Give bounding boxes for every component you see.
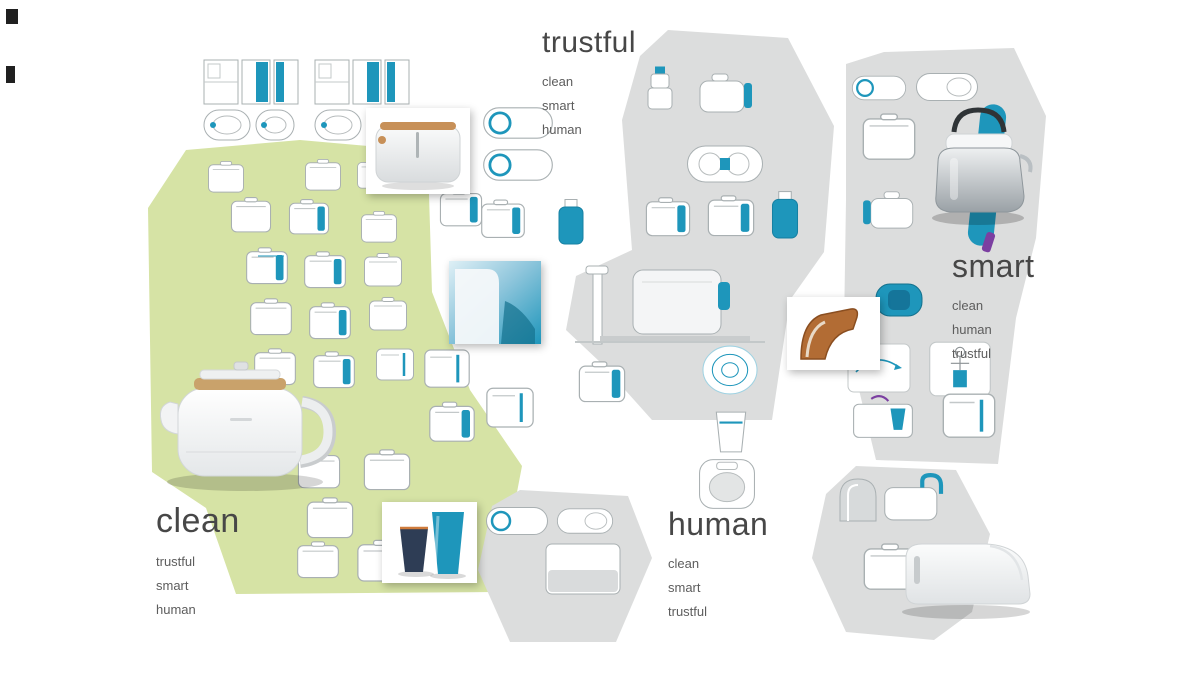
corner-mark — [6, 66, 15, 83]
sketch-kettle-handle — [862, 191, 914, 229]
sketch-kettle — [207, 160, 245, 193]
sketch-kettle — [363, 449, 411, 491]
sketch-kettle — [707, 195, 755, 237]
cluster-sub: clean — [952, 298, 984, 313]
photo-cups-render — [382, 502, 477, 583]
cluster-sub: human — [952, 322, 992, 337]
sketch-kettle — [309, 302, 351, 340]
cluster-sub: clean — [668, 556, 700, 571]
sketch-faucet-machine — [885, 475, 941, 520]
cluster-clean: clean trustful smart human — [156, 504, 240, 622]
cluster-title-clean: clean — [156, 502, 240, 540]
cluster-sub: trustful — [952, 346, 992, 361]
purple-tag — [981, 232, 996, 253]
sketch-technical-views — [203, 59, 299, 141]
cluster-sub: smart — [156, 578, 189, 593]
sketch-kettle — [429, 401, 475, 442]
render-kettle-main — [150, 358, 350, 494]
sketch-mirror-block — [545, 543, 621, 595]
photo-leather-detail — [787, 297, 880, 370]
sketch-dome — [838, 477, 878, 523]
sketch-kettle — [360, 210, 398, 243]
cluster-title-human: human — [668, 506, 769, 542]
sketch-flower-top-view — [702, 345, 758, 395]
photo-toaster-render — [366, 108, 470, 194]
sketch-machine-side — [862, 113, 916, 161]
sketch-kettle — [423, 348, 471, 389]
sketch-bottle — [558, 198, 584, 245]
cluster-sub: human — [542, 122, 582, 137]
render-kettle-steel — [920, 104, 1038, 228]
sketch-grinder — [647, 65, 673, 110]
sketch-capsule — [556, 508, 614, 534]
sketch-kettle — [297, 541, 339, 579]
cluster-sub: smart — [668, 580, 701, 595]
photo-blue-detail — [449, 261, 541, 344]
sketch-kettle-handle — [699, 73, 753, 113]
sketch-container-cup — [852, 395, 914, 439]
sketch-capsule — [916, 73, 978, 101]
sketch-capsule — [482, 148, 554, 182]
sketch-kettle — [943, 394, 994, 437]
cluster-trustful: trustful clean smart human — [542, 28, 636, 142]
sketch-kettle — [645, 197, 691, 237]
sketch-capsule — [851, 75, 907, 101]
sketch-cup — [715, 411, 747, 453]
cluster-smart: smart clean human trustful — [952, 250, 1035, 366]
cluster-sub: human — [156, 602, 196, 617]
render-cylinder-machine — [575, 265, 765, 345]
sketch-kettle — [288, 199, 330, 235]
sketch-kettle — [368, 296, 408, 331]
sketch-round-top-view — [699, 459, 755, 509]
cluster-title-trustful: trustful — [542, 26, 637, 59]
sketch-kettle — [375, 347, 415, 382]
cluster-sub: trustful — [668, 604, 708, 619]
sketch-capsule — [485, 506, 549, 536]
corner-mark — [6, 9, 18, 24]
sketch-kettle — [306, 497, 354, 539]
sketch-kettle — [304, 158, 342, 191]
cluster-sub: trustful — [156, 554, 196, 569]
render-appliance-bottom — [890, 524, 1046, 622]
sketch-kettle — [439, 189, 483, 227]
cluster-sub: smart — [542, 98, 575, 113]
sketch-kettle — [485, 386, 535, 429]
sketch-kettle — [230, 197, 272, 233]
sketch-kettle — [250, 298, 292, 336]
sketch-bottle — [771, 191, 799, 239]
sketch-teal-capsule — [875, 283, 923, 317]
sketch-kettle — [304, 251, 346, 289]
sketch-kettle — [246, 247, 288, 285]
cluster-sub: clean — [542, 74, 574, 89]
sketch-kettle — [481, 199, 525, 238]
cluster-human: human clean smart trustful — [668, 508, 768, 624]
sketch-capsule-top-view — [687, 145, 763, 183]
sketch-kettle — [363, 252, 403, 287]
sketch-kettle — [578, 361, 626, 403]
cluster-title-smart: smart — [952, 248, 1035, 284]
